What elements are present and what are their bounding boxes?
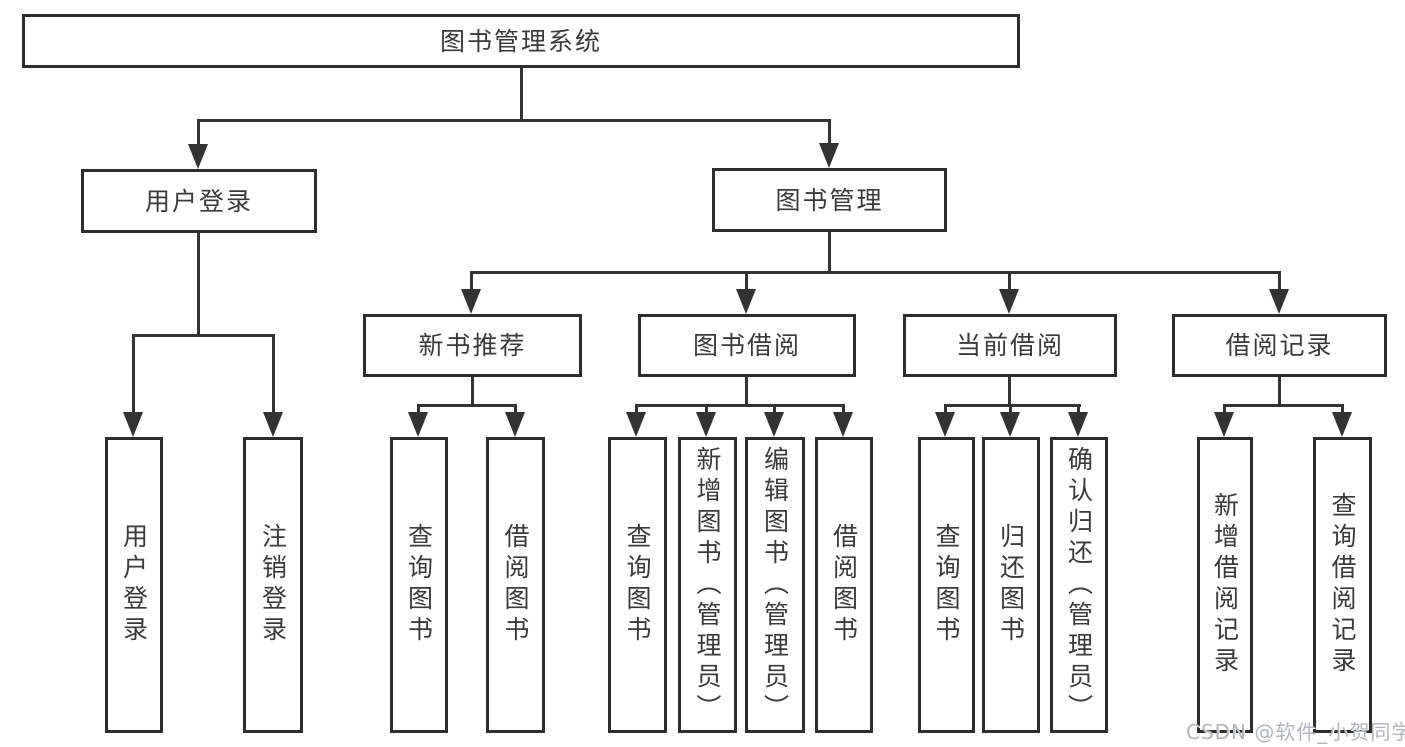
connector-borrow-drop-3 bbox=[773, 404, 776, 414]
arrow-down-icon bbox=[123, 412, 143, 437]
leaf-return-book-label: 归还图书 bbox=[996, 523, 1026, 647]
node-book-management-label: 图书管理 bbox=[775, 185, 884, 215]
connector-borrow-drop-4 bbox=[842, 404, 845, 414]
connector-borrow-stem bbox=[745, 377, 748, 407]
connector-records-bar bbox=[1223, 404, 1344, 407]
arrow-down-icon bbox=[461, 289, 481, 314]
arrow-down-icon bbox=[1068, 412, 1088, 437]
node-borrow-records-label: 借阅记录 bbox=[1225, 331, 1334, 360]
arrow-down-icon bbox=[1332, 412, 1352, 437]
connector-records-drop-2 bbox=[1341, 404, 1344, 414]
node-root-label: 图书管理系统 bbox=[439, 26, 602, 56]
arrow-down-icon bbox=[408, 412, 428, 437]
leaf-query-borrow-record: 查询借阅记录 bbox=[1313, 437, 1372, 733]
arrow-down-icon bbox=[263, 412, 283, 437]
connector-records-stem bbox=[1278, 377, 1281, 407]
node-current-borrow-label: 当前借阅 bbox=[955, 331, 1064, 360]
connector-current-stem bbox=[1008, 377, 1011, 407]
node-root: 图书管理系统 bbox=[22, 14, 1020, 68]
watermark: CSDN @软件_小贺同学 bbox=[1186, 720, 1405, 744]
connector-bookmgmt-drop-3 bbox=[1008, 271, 1011, 291]
connector-borrow-bar bbox=[635, 404, 845, 407]
leaf-confirm-return-admin: 确认归还（管理员） bbox=[1050, 437, 1108, 733]
node-new-book-recommend-label: 新书推荐 bbox=[418, 331, 527, 360]
connector-recommend-bar bbox=[417, 404, 517, 407]
connector-current-bar bbox=[944, 404, 1081, 407]
leaf-query-books-1-label: 查询图书 bbox=[404, 523, 434, 647]
connector-root-drop-left bbox=[197, 119, 200, 146]
leaf-query-books-2: 查询图书 bbox=[608, 437, 667, 733]
leaf-edit-book-admin: 编辑图书（管理员） bbox=[745, 437, 805, 733]
leaf-query-books-2-label: 查询图书 bbox=[623, 523, 652, 647]
leaf-borrow-books-2: 借阅图书 bbox=[815, 437, 873, 733]
node-new-book-recommend: 新书推荐 bbox=[363, 314, 582, 377]
connector-bookmgmt-stem bbox=[828, 232, 831, 273]
arrow-down-icon bbox=[833, 412, 853, 437]
connector-recommend-drop-1 bbox=[417, 404, 420, 414]
node-current-borrow: 当前借阅 bbox=[903, 314, 1117, 377]
leaf-borrow-books-2-label: 借阅图书 bbox=[829, 523, 859, 647]
arrow-down-icon bbox=[935, 412, 955, 437]
node-borrow-records: 借阅记录 bbox=[1172, 314, 1387, 377]
leaf-user-login-label: 用户登录 bbox=[119, 523, 149, 647]
leaf-add-book-admin: 新增图书（管理员） bbox=[678, 437, 737, 733]
connector-bookmgmt-drop-4 bbox=[1278, 271, 1281, 291]
node-book-borrow: 图书借阅 bbox=[638, 314, 856, 377]
leaf-edit-book-admin-label: 编辑图书（管理员） bbox=[760, 445, 790, 725]
leaf-logout: 注销登录 bbox=[243, 437, 303, 733]
connector-current-drop-2 bbox=[1009, 404, 1012, 414]
arrow-down-icon bbox=[188, 144, 208, 169]
connector-records-drop-1 bbox=[1223, 404, 1226, 414]
node-user-login: 用户登录 bbox=[81, 169, 317, 233]
arrow-down-icon bbox=[696, 412, 716, 437]
arrow-down-icon bbox=[819, 143, 839, 168]
leaf-borrow-books-1-label: 借阅图书 bbox=[501, 523, 530, 647]
connector-userlogin-drop-1 bbox=[132, 334, 135, 414]
arrow-down-icon bbox=[999, 289, 1019, 314]
connector-root-drop-right bbox=[828, 119, 831, 145]
connector-userlogin-drop-2 bbox=[272, 334, 275, 414]
leaf-user-login: 用户登录 bbox=[105, 437, 163, 733]
connector-bookmgmt-drop-1 bbox=[470, 271, 473, 291]
connector-recommend-stem bbox=[471, 377, 474, 407]
leaf-logout-label: 注销登录 bbox=[258, 523, 288, 647]
leaf-return-book: 归还图书 bbox=[982, 437, 1040, 733]
arrow-down-icon bbox=[1000, 412, 1020, 437]
connector-borrow-drop-1 bbox=[635, 404, 638, 414]
leaf-query-borrow-record-label: 查询借阅记录 bbox=[1328, 492, 1357, 678]
connector-root-bar bbox=[197, 119, 831, 122]
leaf-query-books-3-label: 查询图书 bbox=[932, 523, 961, 647]
node-user-login-label: 用户登录 bbox=[144, 186, 253, 216]
arrow-down-icon bbox=[505, 412, 525, 437]
arrow-down-icon bbox=[764, 412, 784, 437]
leaf-borrow-books-1: 借阅图书 bbox=[486, 437, 545, 733]
arrow-down-icon bbox=[1214, 412, 1234, 437]
node-book-borrow-label: 图书借阅 bbox=[692, 331, 801, 360]
arrow-down-icon bbox=[626, 412, 646, 437]
connector-userlogin-stem bbox=[197, 233, 200, 336]
arrow-down-icon bbox=[736, 289, 756, 314]
connector-recommend-drop-2 bbox=[514, 404, 517, 414]
connector-borrow-drop-2 bbox=[705, 404, 708, 414]
leaf-add-borrow-record-label: 新增借阅记录 bbox=[1210, 492, 1240, 678]
leaf-confirm-return-admin-label: 确认归还（管理员） bbox=[1064, 445, 1094, 725]
leaf-query-books-3: 查询图书 bbox=[918, 437, 975, 733]
connector-bookmgmt-drop-2 bbox=[745, 271, 748, 291]
connector-bookmgmt-bar bbox=[470, 271, 1281, 274]
node-book-management: 图书管理 bbox=[712, 168, 947, 232]
connector-current-drop-3 bbox=[1077, 404, 1080, 414]
leaf-add-book-admin-label: 新增图书（管理员） bbox=[693, 445, 722, 725]
connector-userlogin-bar bbox=[132, 334, 275, 337]
connector-root-stem bbox=[520, 68, 523, 121]
arrow-down-icon bbox=[1269, 289, 1289, 314]
connector-current-drop-1 bbox=[944, 404, 947, 414]
leaf-query-books-1: 查询图书 bbox=[390, 437, 448, 733]
leaf-add-borrow-record: 新增借阅记录 bbox=[1197, 437, 1253, 733]
